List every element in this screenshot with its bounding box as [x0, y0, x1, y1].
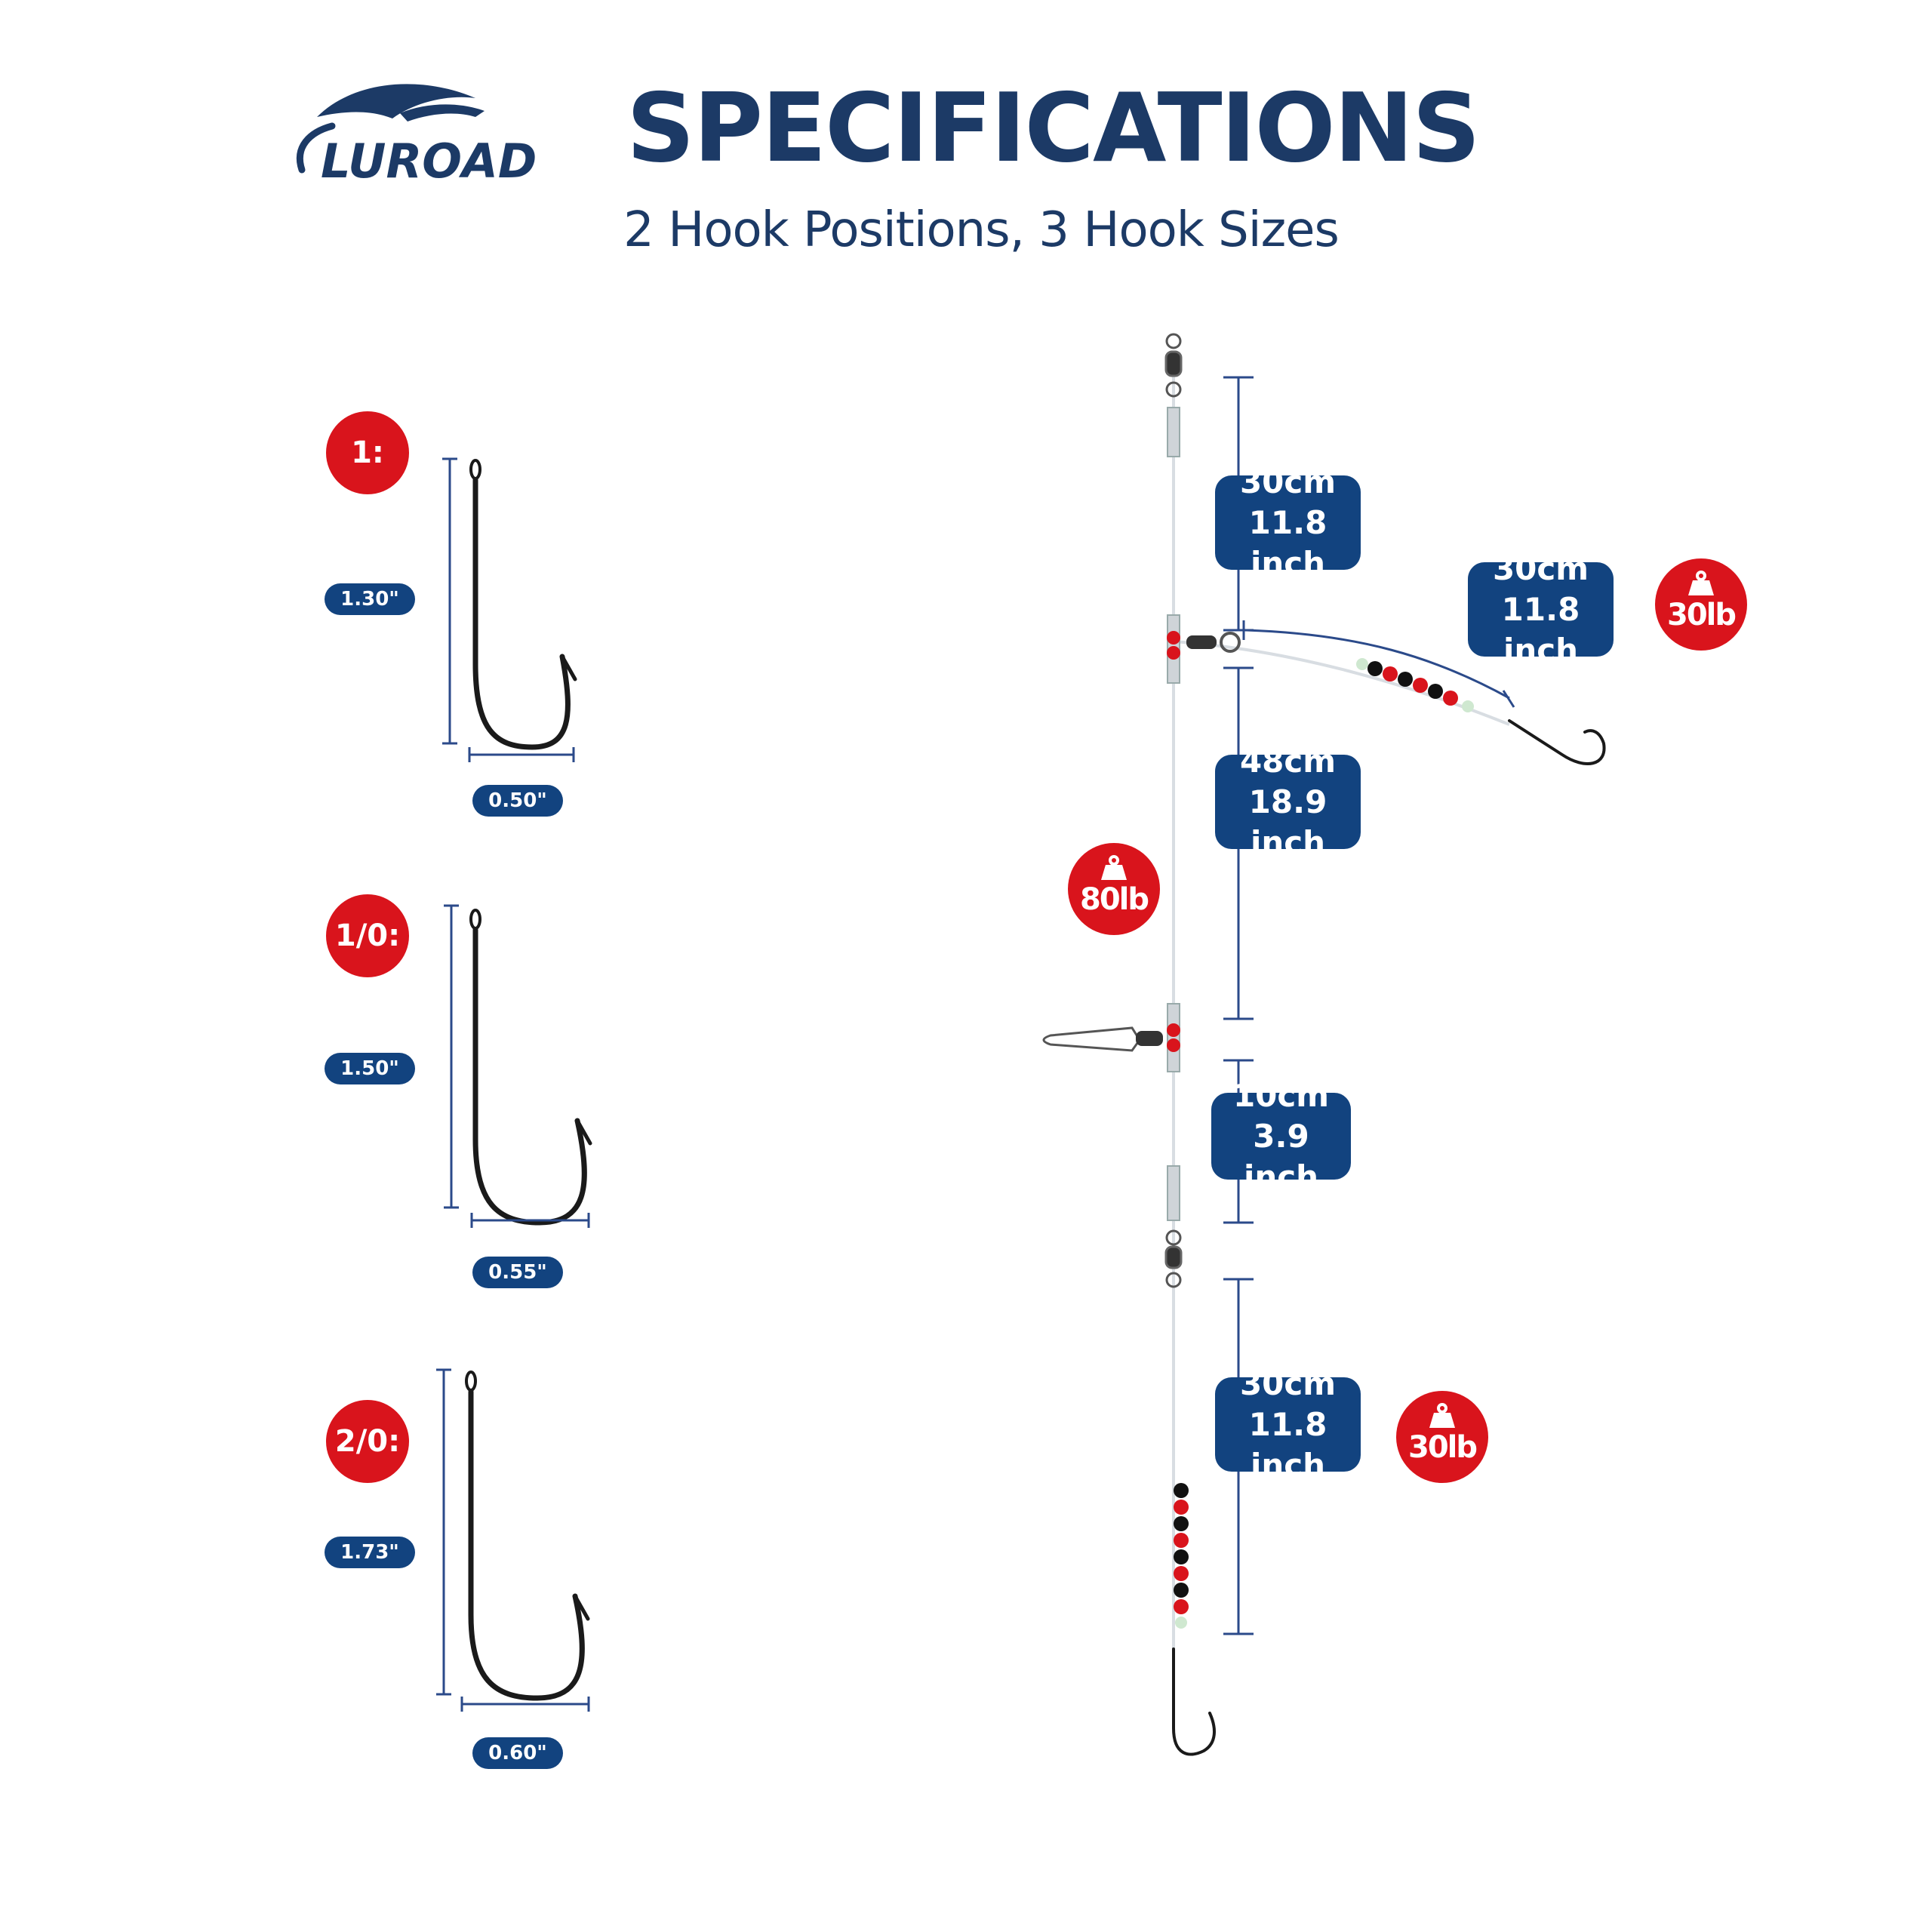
length-inch: 11.8 inch	[1248, 1405, 1327, 1484]
length-cm: 30cm	[1239, 463, 1337, 500]
page-title: SPECIFICATIONS	[626, 72, 1481, 183]
line-strength-label: 30lb	[1666, 598, 1737, 632]
length-cm: 30cm	[1239, 1364, 1337, 1402]
rig-length-label: 30cm 11.8 inch	[1215, 1365, 1361, 1484]
hook-size-badge: 2/0:	[326, 1400, 409, 1483]
hook-icon	[1508, 719, 1606, 765]
hook-size-badge: 1/0:	[326, 894, 409, 977]
hook-size-badge: 1:	[326, 411, 409, 494]
rig-length-label: 30cm 11.8 inch	[1215, 463, 1361, 582]
crimp-sleeve	[1167, 1165, 1180, 1221]
page-subtitle: 2 Hook Positions, 3 Hook Sizes	[623, 202, 1340, 258]
hook-dimension-lines	[436, 457, 590, 1712]
weight-icon	[1429, 1403, 1455, 1428]
brand-logo: LUROAD	[287, 72, 596, 189]
weight-icon	[1688, 571, 1714, 595]
length-cm: 30cm	[1492, 549, 1589, 587]
crimp-sleeve	[1167, 614, 1180, 684]
length-inch: 11.8 inch	[1248, 503, 1327, 582]
bead-icon	[1174, 1483, 1189, 1629]
line-strength-badge: 80lb	[1068, 843, 1160, 935]
hook-icon	[465, 1371, 590, 1701]
swivel-icon	[1164, 333, 1183, 398]
snap-icon	[1042, 1026, 1163, 1052]
rig-length-label: 48cm 18.9 inch	[1215, 743, 1361, 861]
swivel-icon	[1186, 632, 1241, 653]
hook-width-pill: 0.50"	[472, 785, 563, 817]
line-strength-badge: 30lb	[1396, 1391, 1488, 1483]
crimp-sleeve	[1167, 1003, 1180, 1072]
hook-length-pill: 1.50"	[325, 1053, 415, 1084]
length-cm: 48cm	[1239, 742, 1337, 780]
hook-icon	[469, 459, 577, 750]
rig-length-label: 30cm 11.8 inch	[1468, 550, 1614, 669]
line-strength-label: 80lb	[1079, 882, 1149, 917]
hook-drawings	[465, 459, 592, 1701]
length-inch: 3.9 inch	[1243, 1117, 1319, 1195]
hook-width-pill: 0.60"	[472, 1737, 563, 1769]
hook-icon	[1172, 1647, 1216, 1756]
rig-length-label: 10cm 3.9 inch	[1211, 1077, 1351, 1195]
bead-icon	[1356, 658, 1474, 712]
length-inch: 11.8 inch	[1501, 590, 1580, 669]
logo-text: LUROAD	[321, 134, 537, 185]
swivel-icon	[1164, 1229, 1183, 1288]
line-strength-label: 30lb	[1407, 1430, 1478, 1465]
weight-icon	[1101, 855, 1127, 880]
crimp-sleeve	[1167, 407, 1180, 457]
hook-icon	[469, 909, 592, 1226]
length-cm: 10cm	[1232, 1076, 1330, 1114]
length-inch: 18.9 inch	[1248, 783, 1327, 861]
hook-width-pill: 0.55"	[472, 1257, 563, 1288]
bead-icon	[1167, 631, 1180, 1052]
hook-length-pill: 1.30"	[325, 583, 415, 615]
fish-logo-icon: LUROAD	[296, 84, 537, 189]
line-strength-badge: 30lb	[1655, 558, 1747, 651]
hook-length-pill: 1.73"	[325, 1537, 415, 1568]
